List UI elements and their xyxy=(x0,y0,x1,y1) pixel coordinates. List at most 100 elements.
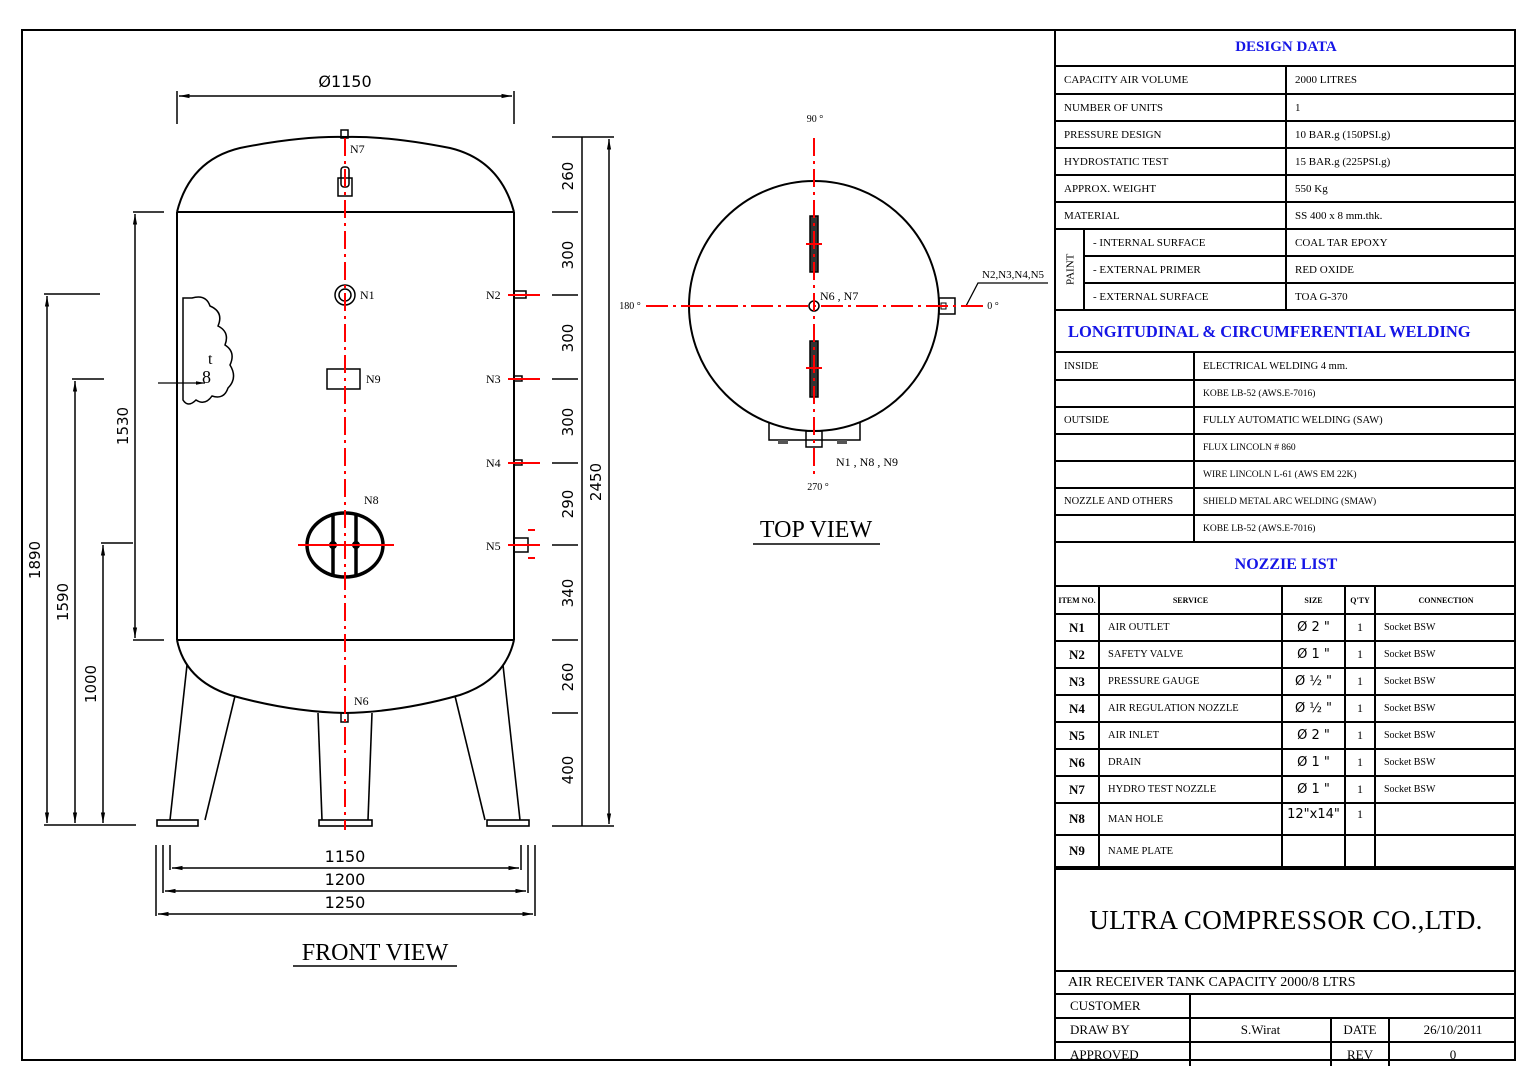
welding-value: FLUX LINCOLN # 860 xyxy=(1193,433,1516,462)
nozzle-qty: 1 xyxy=(1344,721,1376,750)
drawing-title: AIR RECEIVER TANK CAPACITY 2000/8 LTRS xyxy=(1056,972,1516,995)
nozzle-size: Ø 2 " xyxy=(1281,613,1346,642)
angle-180: 180 ° xyxy=(619,301,641,312)
nozzle-qty: 1 xyxy=(1344,694,1376,723)
company-name: ULTRA COMPRESSOR CO.,LTD. xyxy=(1056,868,1516,972)
nozzle-qty: 1 xyxy=(1344,802,1376,836)
date-value: 26/10/2011 xyxy=(1388,1017,1516,1043)
nozzle-qty: 1 xyxy=(1344,748,1376,777)
welding-row: FLUX LINCOLN # 860 xyxy=(1056,433,1516,462)
nozzle-service: AIR REGULATION NOZZLE xyxy=(1098,694,1283,723)
nozzle-header-row: ITEM NO. SERVICE SIZE Q'TY CONNECTION xyxy=(1056,587,1516,615)
top-view-title: TOP VIEW xyxy=(760,517,873,543)
top-bottom-label: N1 , N8 , N9 xyxy=(836,455,898,469)
nozzle-size: Ø 1 " xyxy=(1281,748,1346,777)
n2-label: N2 xyxy=(486,288,501,302)
nozzle-size: Ø 1 " xyxy=(1281,640,1346,669)
drawing-frame xyxy=(21,29,1516,1061)
nozzle-size: Ø 1 " xyxy=(1281,775,1346,804)
paint-item-label: - EXTERNAL PRIMER xyxy=(1084,255,1287,284)
nozzle-size xyxy=(1281,834,1346,868)
nozzle-item: N7 xyxy=(1056,775,1100,804)
paint-row: - EXTERNAL SURFACE TOA G-370 xyxy=(1056,282,1516,311)
nozzle-table: ITEM NO. SERVICE SIZE Q'TY CONNECTION N1… xyxy=(1056,587,1516,868)
dim-1590: 1590 xyxy=(54,583,72,621)
draw-by-label: DRAW BY xyxy=(1056,1017,1191,1043)
nozzle-qty xyxy=(1344,834,1376,868)
nozzle-size: Ø ½ " xyxy=(1281,667,1346,696)
right-dimension-chain xyxy=(552,136,614,827)
nozzle-item: N5 xyxy=(1056,721,1100,750)
bottom-dimension-chain xyxy=(155,845,536,917)
col-connection: CONNECTION xyxy=(1374,587,1516,615)
nozzle-connection: Socket BSW xyxy=(1374,613,1516,642)
design-value: SS 400 x 8 mm.thk. xyxy=(1285,201,1516,230)
top-center-label: N6 , N7 xyxy=(820,289,858,303)
nozzle-item: N1 xyxy=(1056,613,1100,642)
n8-label: N8 xyxy=(364,493,379,507)
front-view-title: FRONT VIEW xyxy=(302,940,449,966)
col-item: ITEM NO. xyxy=(1056,587,1100,615)
title-block: AIR RECEIVER TANK CAPACITY 2000/8 LTRS C… xyxy=(1056,972,1516,1066)
dim-290: 290 xyxy=(559,490,577,519)
nozzle-service: HYDRO TEST NOZZLE xyxy=(1098,775,1283,804)
nozzle-size: 12"x14" xyxy=(1281,802,1346,836)
customer-row: CUSTOMER xyxy=(1056,993,1516,1019)
paint-item-value: COAL TAR EPOXY xyxy=(1285,228,1516,257)
thickness-detail-cloud xyxy=(182,296,235,405)
dim-1150-base: 1150 xyxy=(325,847,366,866)
nozzle-connection: Socket BSW xyxy=(1374,775,1516,804)
welding-value: WIRE LINCOLN L-61 (AWS EM 22K) xyxy=(1193,460,1516,489)
paint-item-value: TOA G-370 xyxy=(1285,282,1516,311)
approved-row: APPROVED REV 0 xyxy=(1056,1041,1516,1066)
col-qty: Q'TY xyxy=(1344,587,1376,615)
draw-by-value: S.Wirat xyxy=(1189,1017,1332,1043)
dim-1530: 1530 xyxy=(114,407,132,445)
draw-by-row: DRAW BY S.Wirat DATE 26/10/2011 xyxy=(1056,1017,1516,1043)
nozzle-qty: 1 xyxy=(1344,640,1376,669)
n5-label: N5 xyxy=(486,539,501,553)
nozzle-service: AIR OUTLET xyxy=(1098,613,1283,642)
design-value: 10 BAR.g (150PSI.g) xyxy=(1285,120,1516,149)
paint-label: PAINT xyxy=(1056,229,1084,310)
welding-label xyxy=(1056,379,1195,408)
design-label: APPROX. WEIGHT xyxy=(1056,174,1287,203)
welding-value: FULLY AUTOMATIC WELDING (SAW) xyxy=(1193,406,1516,435)
nozzle-list-title: NOZZIE LIST xyxy=(1056,543,1516,587)
top-view xyxy=(646,138,1048,475)
nozzle-connection: Socket BSW xyxy=(1374,694,1516,723)
nozzle-qty: 1 xyxy=(1344,613,1376,642)
paint-row: PAINT - INTERNAL SURFACE COAL TAR EPOXY xyxy=(1056,228,1516,310)
design-value: 2000 LITRES xyxy=(1285,67,1516,95)
nozzle-item: N8 xyxy=(1056,802,1100,836)
welding-label xyxy=(1056,514,1195,543)
design-data-title: DESIGN DATA xyxy=(1056,29,1516,67)
dim-2450: 2450 xyxy=(587,463,605,501)
dim-1250-base: 1250 xyxy=(325,893,366,912)
n6-label: N6 xyxy=(354,694,369,708)
n3-label: N3 xyxy=(486,372,501,386)
dim-340: 340 xyxy=(559,579,577,608)
welding-value: KOBE LB-52 (AWS.E-7016) xyxy=(1193,514,1516,543)
welding-value: ELECTRICAL WELDING 4 mm. xyxy=(1193,353,1516,381)
nozzle-service: SAFETY VALVE xyxy=(1098,640,1283,669)
dim-260-top: 260 xyxy=(559,162,577,191)
dim-1000: 1000 xyxy=(82,665,100,703)
nozzle-item: N6 xyxy=(1056,748,1100,777)
dim-300-a: 300 xyxy=(559,241,577,270)
nozzle-service: PRESSURE GAUGE xyxy=(1098,667,1283,696)
nozzle-item: N3 xyxy=(1056,667,1100,696)
dim-300-b: 300 xyxy=(559,324,577,353)
welding-label: OUTSIDE xyxy=(1056,406,1195,435)
welding-label xyxy=(1056,433,1195,462)
dim-1890: 1890 xyxy=(26,541,44,579)
nozzle-size: Ø 2 " xyxy=(1281,721,1346,750)
paint-item-label: - INTERNAL SURFACE xyxy=(1083,228,1287,257)
